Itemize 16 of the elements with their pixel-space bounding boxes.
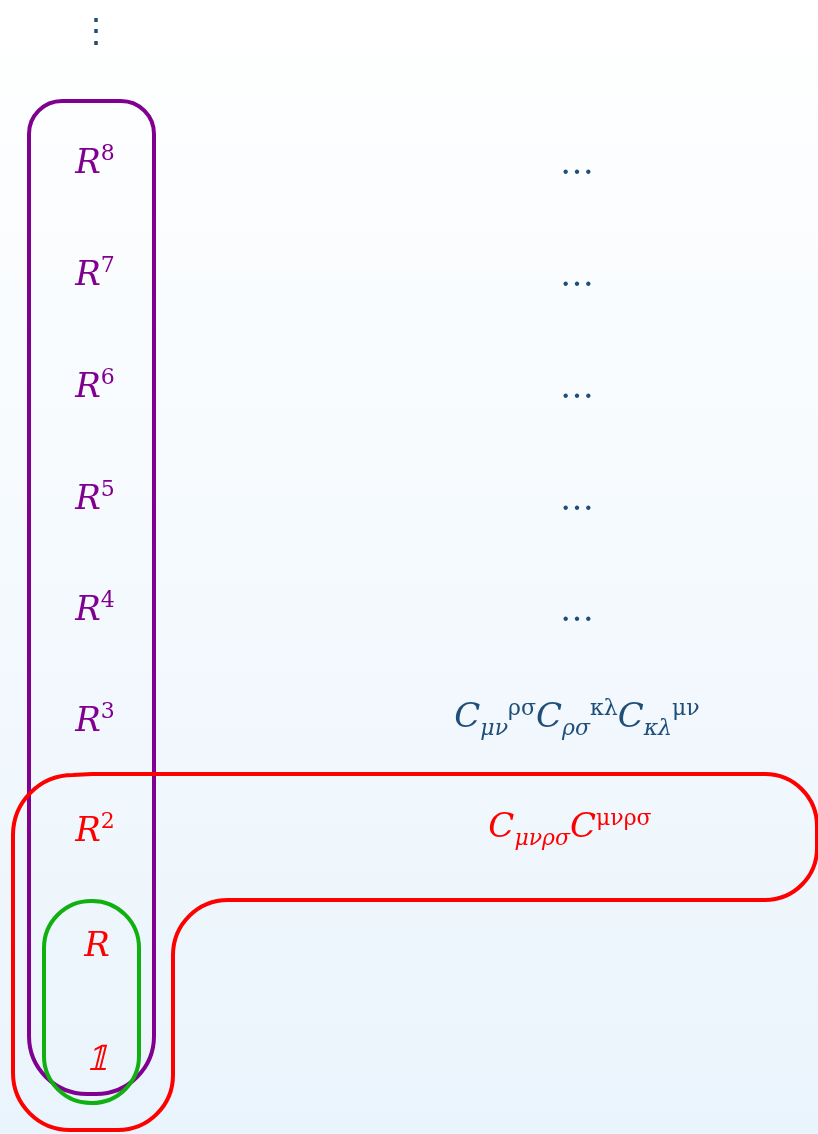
math-term: R$^{7}$	[75, 254, 115, 290]
ellipsis: …	[560, 145, 594, 179]
math-expression: C$_{μνρσ}$C$^{μνρσ}$	[488, 806, 652, 850]
ellipsis: …	[560, 592, 594, 626]
math-term: R	[84, 927, 110, 961]
ellipsis: …	[560, 369, 594, 403]
math-term: R$^{3}$	[75, 700, 115, 736]
vertical-ellipsis: ⋮	[79, 13, 113, 47]
ellipsis: …	[560, 481, 594, 515]
math-term: R$^{8}$	[75, 142, 115, 178]
math-symbol: 𝟙	[85, 1041, 109, 1075]
math-term: R$^{2}$	[75, 810, 115, 846]
math-term: R$^{4}$	[75, 589, 115, 625]
ellipsis: …	[560, 257, 594, 291]
math-term: R$^{6}$	[75, 366, 115, 402]
math-term: R$^{5}$	[75, 478, 115, 514]
